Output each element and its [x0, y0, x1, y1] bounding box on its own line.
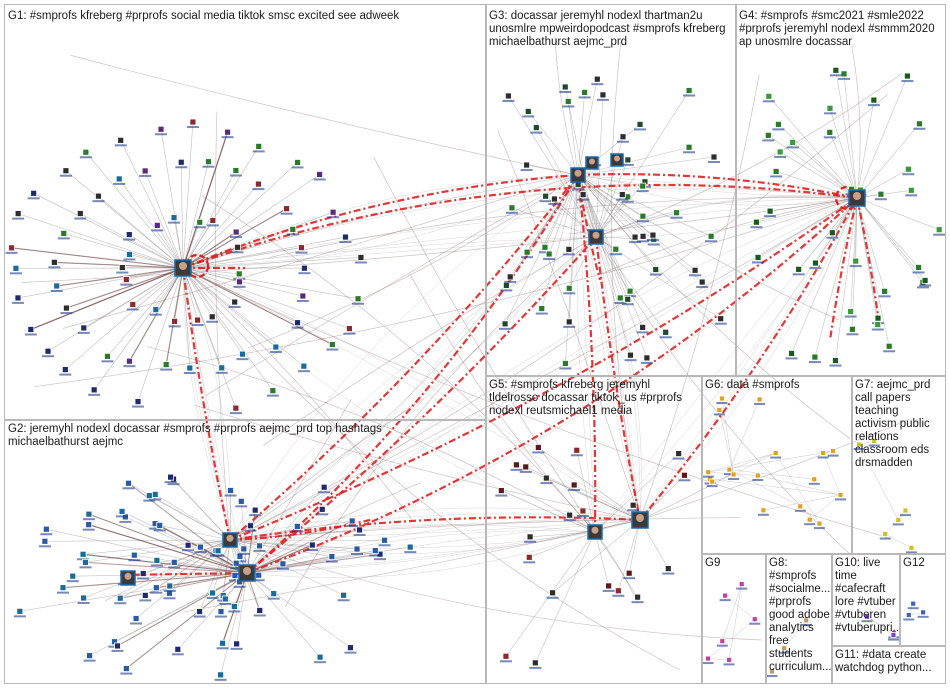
group-box-g1 — [4, 4, 486, 420]
group-label-g4: G4: #smprofs #smc2021 #smle2022 #prprofs… — [739, 10, 945, 49]
group-label-g10: G10: live time #cafecraft lore #vtuber #… — [835, 557, 899, 635]
group-box-g2 — [4, 420, 486, 684]
group-box-g9 — [702, 554, 766, 684]
group-label-g2: G2: jeremyhl nodexl docassar #smprofs #p… — [8, 423, 484, 449]
group-box-g4 — [736, 4, 946, 376]
group-box-g5 — [486, 376, 702, 684]
group-label-g6: G6: data #smprofs — [705, 379, 850, 392]
group-box-g3 — [486, 4, 736, 376]
group-box-g6 — [702, 376, 852, 554]
group-label-g7: G7: aejmc_prd call papers teaching activ… — [855, 379, 945, 470]
group-label-g12: G12 — [903, 557, 945, 570]
group-label-g1: G1: #smprofs kfreberg #prprofs social me… — [8, 10, 484, 23]
group-label-g5: G5: #smprofs kfreberg jeremyhl tldelross… — [489, 379, 701, 418]
group-label-g11: G11: #data create watchdog python... — [835, 649, 945, 675]
group-label-g3: G3: docassar jeremyhl nodexl thartman2u … — [489, 10, 735, 49]
group-label-g9: G9 — [705, 557, 763, 570]
group-label-g8: G8: #smprofs #socialme... #prprofs good … — [769, 557, 831, 674]
